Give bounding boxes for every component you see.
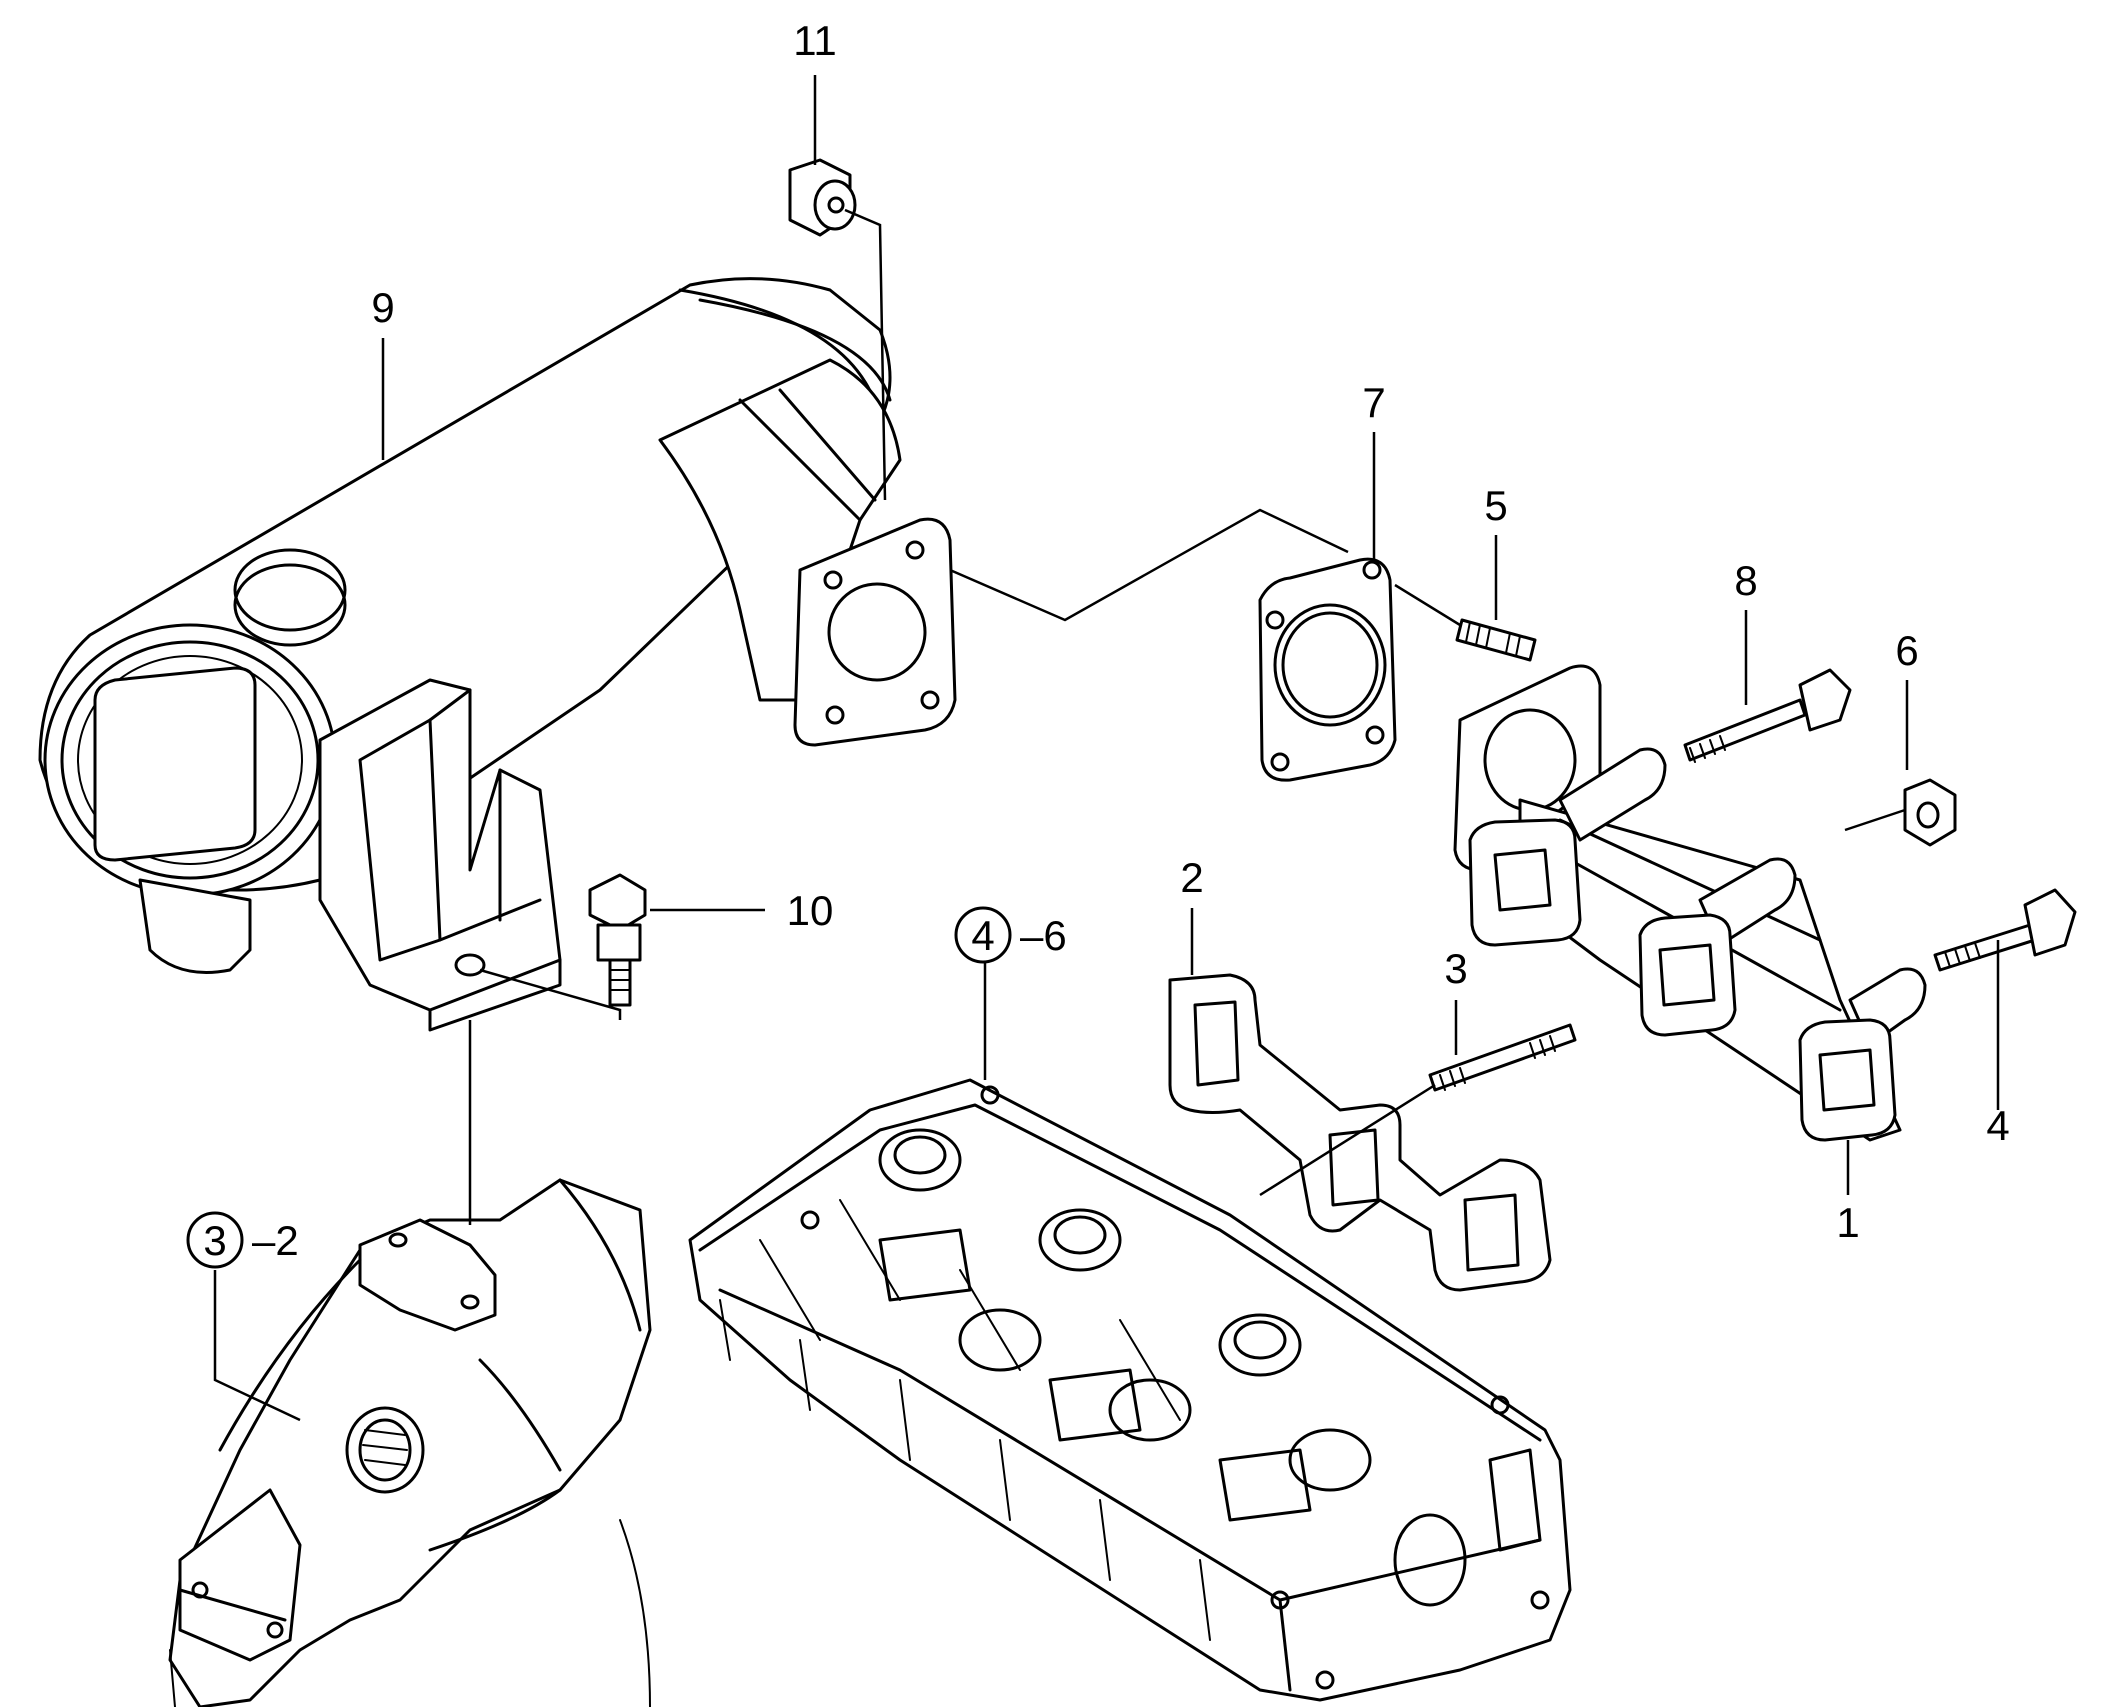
flange-nut-11: [788, 158, 857, 237]
bolt-10: [588, 873, 647, 1007]
gasket-7: [1258, 557, 1397, 782]
bolt-4: [1933, 888, 2077, 972]
muffler-part: [38, 277, 957, 1032]
callout-6: 6: [1895, 627, 1918, 674]
callout-7: 7: [1362, 379, 1385, 426]
stud-3: [1428, 1023, 1577, 1092]
callout-1: 1: [1836, 1199, 1859, 1246]
nut-6: [1903, 778, 1957, 847]
callout-5: 5: [1484, 482, 1507, 529]
callout-labels: 11 9 7 5 8 6 10 2 3 4 1: [371, 17, 2009, 1246]
callout-9: 9: [371, 284, 394, 331]
callout-3: 3: [1444, 945, 1467, 992]
callout-10: 10: [787, 887, 834, 934]
cylinder-head: [688, 1078, 1572, 1702]
engine-housing: [168, 1178, 652, 1707]
reference-callout-3-2: 3 –2: [186, 1211, 299, 1269]
ref-suffix: –2: [252, 1217, 299, 1264]
stud-5: [1455, 618, 1537, 662]
callout-8: 8: [1734, 557, 1757, 604]
callout-11: 11: [793, 17, 837, 64]
bolt-8: [1683, 668, 1852, 763]
ref-circle-number: 3: [203, 1217, 226, 1264]
ref-circle-number: 4: [971, 912, 994, 959]
leader-lines: [213, 75, 2000, 1422]
callout-2: 2: [1180, 854, 1203, 901]
exhaust-manifold-1: [1453, 664, 1927, 1142]
ref-suffix: –6: [1020, 912, 1067, 959]
callout-4: 4: [1986, 1102, 2009, 1149]
reference-callout-4-6: 4 –6: [954, 906, 1067, 964]
